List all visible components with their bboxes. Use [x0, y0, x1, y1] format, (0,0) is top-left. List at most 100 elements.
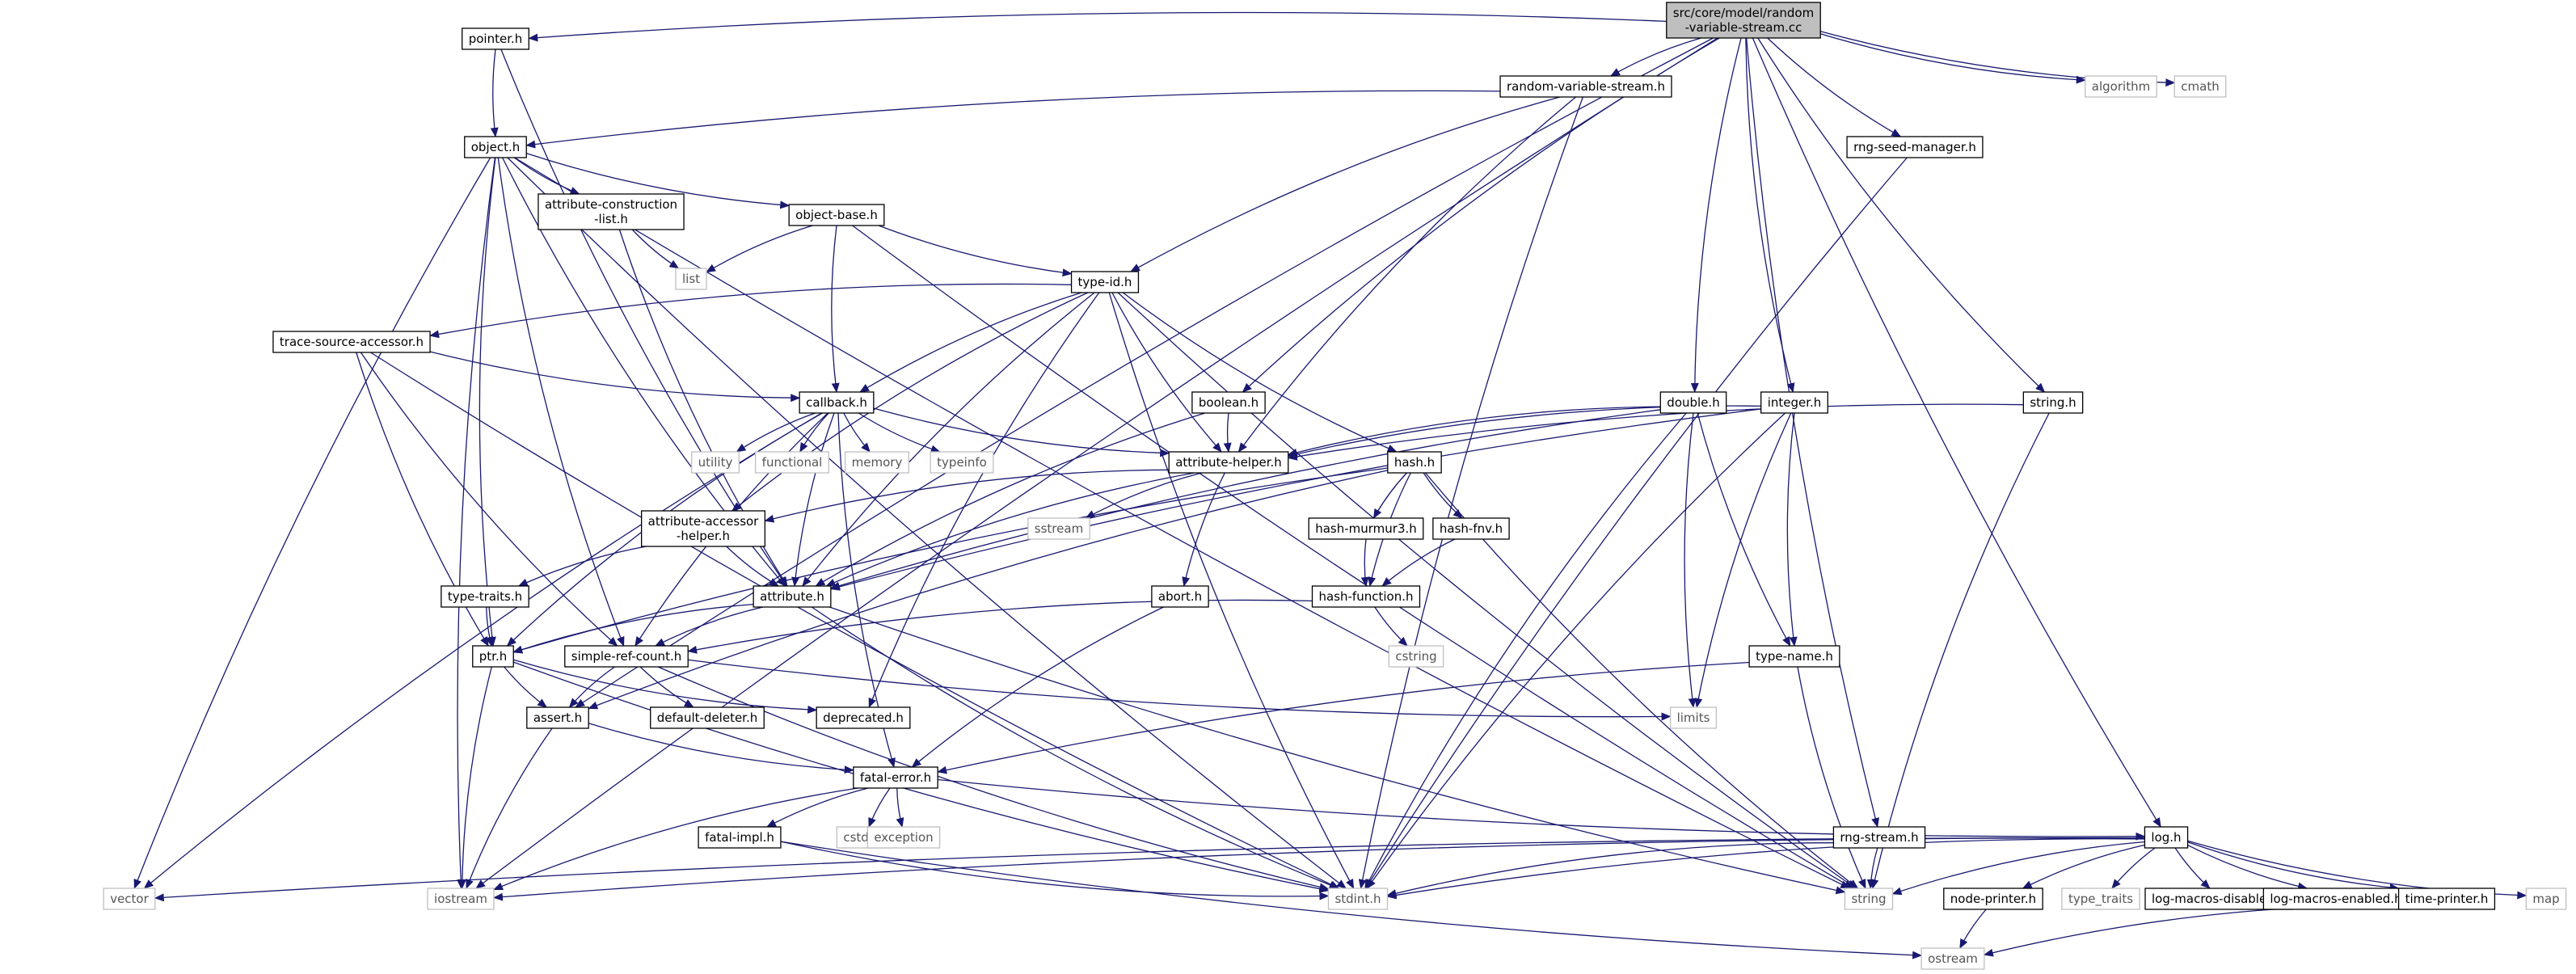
- node-box: [464, 136, 527, 158]
- node-box: [272, 331, 431, 353]
- edge-integer-to-stdint: [1366, 412, 1786, 889]
- edge-double-to-attribute: [829, 409, 1661, 590]
- node-label: utility: [698, 455, 733, 470]
- node-box: [1659, 391, 1727, 414]
- node-boolean[interactable]: boolean.h: [1191, 391, 1266, 414]
- edge-attrhelper-to-attracc: [764, 469, 1170, 523]
- node-box: [2525, 888, 2567, 910]
- node-abort[interactable]: abort.h: [1151, 585, 1209, 608]
- node-log[interactable]: log.h: [2144, 826, 2189, 849]
- node-object[interactable]: object.h: [464, 136, 527, 158]
- node-src[interactable]: simple-ref-count.h: [564, 645, 689, 668]
- node-box: [799, 391, 875, 414]
- node-fnv[interactable]: hash-fnv.h: [1432, 517, 1510, 540]
- node-label: rng-stream.h: [1840, 830, 1918, 845]
- node-objbase[interactable]: object-base.h: [788, 204, 885, 226]
- edge-typeid-to-callback: [859, 292, 1082, 393]
- edge-log-to-logdis: [2174, 847, 2211, 889]
- edge-typeid-to-tsa: [429, 283, 1072, 339]
- node-typename[interactable]: type-name.h: [1748, 645, 1840, 668]
- node-fatalerror[interactable]: fatal-error.h: [853, 766, 938, 789]
- node-rvs[interactable]: random-variable-stream.h: [1499, 75, 1672, 98]
- edge-root-to-pointer: [528, 11, 1667, 42]
- node-box: [472, 645, 514, 668]
- edge-assert-to-fatalerror: [588, 723, 854, 774]
- node-label: random-variable-stream.h: [1507, 79, 1665, 94]
- edge-rvs-to-attrhelper: [1237, 96, 1577, 453]
- node-nodeprinter[interactable]: node-printer.h: [1943, 888, 2043, 910]
- edge-root-to-integer: [1745, 37, 1795, 393]
- edge-fatalerror-to-fatalimpl: [766, 787, 869, 828]
- node-pointer[interactable]: pointer.h: [462, 27, 529, 50]
- edge-typename-to-fatalerror: [937, 661, 1750, 774]
- edge-root-to-cmath: [1820, 31, 2176, 87]
- node-label: callback.h: [806, 395, 867, 410]
- node-label: ptr.h: [479, 649, 507, 664]
- node-attracc[interactable]: attribute-accessor-helper.h: [640, 510, 766, 547]
- node-box: [462, 27, 529, 50]
- edge-hash-to-ptr: [512, 467, 1388, 654]
- node-double[interactable]: double.h: [1659, 391, 1727, 414]
- edge-timeprinter-to-ostream: [1983, 904, 2399, 957]
- node-typetraits[interactable]: type-traits.h: [441, 585, 529, 608]
- node-defdel[interactable]: default-deleter.h: [650, 706, 765, 729]
- edge-callback-to-functional: [799, 412, 829, 453]
- node-limits: limits: [1669, 706, 1718, 729]
- edge-root-to-rvs: [1610, 37, 1701, 77]
- node-tsa[interactable]: trace-source-accessor.h: [272, 331, 431, 353]
- node-box: [753, 585, 832, 608]
- node-attribute[interactable]: attribute.h: [753, 585, 832, 608]
- edge-nodeprinter-to-ostream: [1959, 909, 1987, 949]
- edge-double-to-typename: [1697, 412, 1791, 647]
- edge-typetraits-to-ptr: [485, 606, 494, 647]
- node-label: attribute.h: [760, 589, 824, 604]
- node-fatalimpl[interactable]: fatal-impl.h: [698, 826, 782, 849]
- node-murmur[interactable]: hash-murmur3.h: [1308, 517, 1424, 540]
- edge-integer-to-typename: [1786, 412, 1798, 647]
- node-logen[interactable]: log-macros-enabled.h: [2262, 888, 2409, 910]
- node-typetraitsx: type_traits: [2061, 888, 2140, 910]
- node-sstream: sstream: [1027, 517, 1090, 540]
- node-callback[interactable]: callback.h: [799, 391, 875, 414]
- edge-objbase-to-list: [706, 225, 813, 273]
- node-ptr[interactable]: ptr.h: [472, 645, 514, 668]
- edge-fatalerror-to-iostream: [493, 787, 858, 891]
- node-box: [1308, 517, 1424, 540]
- node-functional: functional: [755, 451, 829, 474]
- node-integer[interactable]: integer.h: [1760, 391, 1828, 414]
- node-memory: memory: [845, 451, 909, 474]
- node-label: memory: [852, 455, 903, 470]
- node-attrcons[interactable]: attribute-construction-list.h: [538, 193, 685, 230]
- node-box: [816, 706, 911, 729]
- node-deprecated[interactable]: deprecated.h: [816, 706, 911, 729]
- node-box: [2085, 75, 2157, 98]
- edge-tsa-to-callback: [429, 351, 801, 403]
- node-attrhelper[interactable]: attribute-helper.h: [1168, 451, 1289, 474]
- node-root[interactable]: src/core/model/random-variable-stream.cc: [1666, 2, 1821, 39]
- edge-callback-to-attrhelper: [873, 407, 1170, 457]
- node-typeid[interactable]: type-id.h: [1070, 271, 1140, 293]
- node-box: [1846, 136, 1984, 158]
- node-label: type-traits.h: [448, 589, 522, 604]
- node-label: vector: [110, 892, 149, 906]
- node-hashfn[interactable]: hash-function.h: [1311, 585, 1421, 608]
- node-stringh[interactable]: string.h: [2022, 391, 2084, 414]
- node-rngstream[interactable]: rng-stream.h: [1832, 826, 1926, 849]
- node-label: hash.h: [1394, 455, 1435, 470]
- node-box: [564, 645, 689, 668]
- edge-attracc-to-attribute: [726, 546, 779, 587]
- edge-ptr-to-deprecated: [513, 659, 818, 714]
- node-label: cmath: [2181, 79, 2219, 94]
- node-timeprinter[interactable]: time-printer.h: [2397, 888, 2496, 910]
- node-label: fatal-error.h: [860, 770, 931, 785]
- node-assert[interactable]: assert.h: [526, 706, 589, 729]
- node-label: hash-function.h: [1319, 589, 1414, 604]
- node-rngseed[interactable]: rng-seed-manager.h: [1846, 136, 1984, 158]
- edge-rvs-to-stdint: [1358, 96, 1584, 889]
- node-list: list: [675, 268, 707, 290]
- node-hash[interactable]: hash.h: [1387, 451, 1442, 474]
- node-box: [1666, 2, 1821, 39]
- node-label: functional: [762, 455, 823, 470]
- node-box: [1151, 585, 1209, 608]
- node-label: exception: [874, 830, 933, 845]
